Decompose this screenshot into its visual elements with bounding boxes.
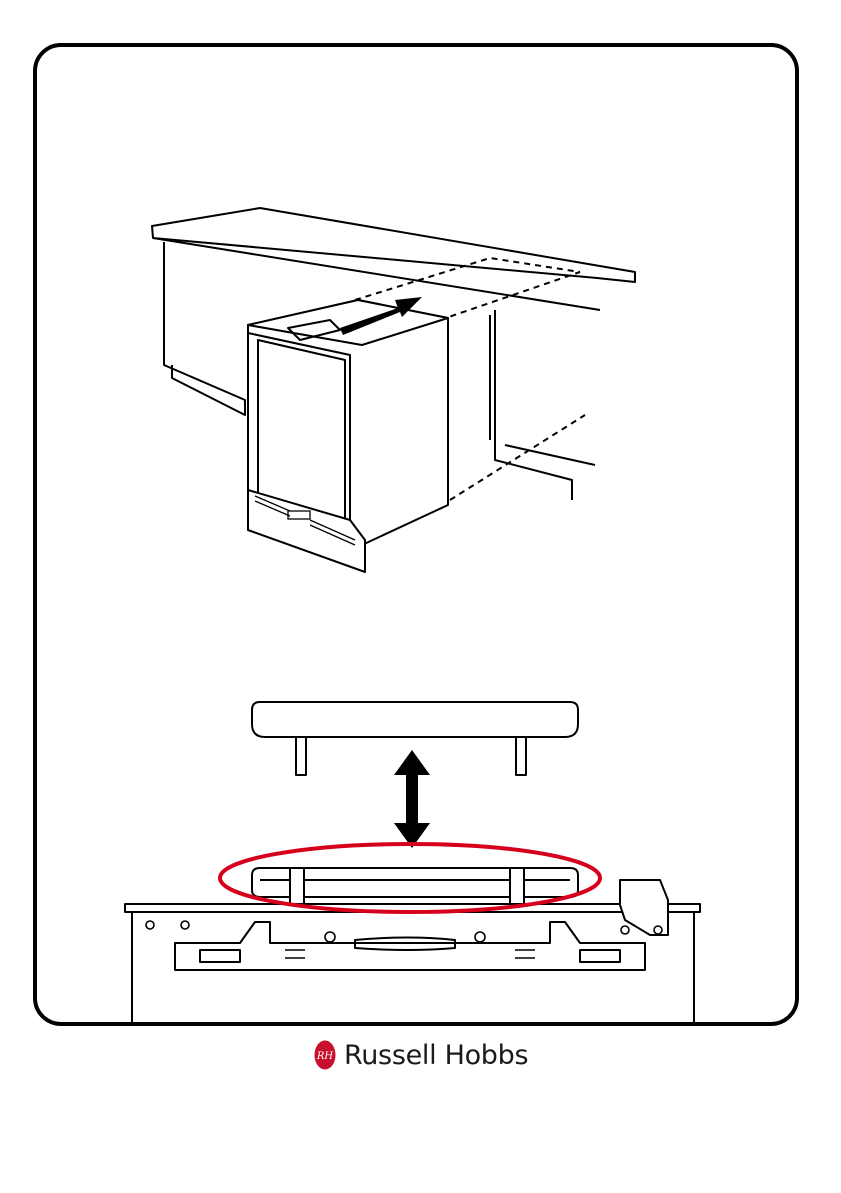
svg-text:RH: RH [316, 1051, 334, 1062]
brand-name: Russell Hobbs [344, 1040, 528, 1071]
brand-logo: RH Russell Hobbs [314, 1038, 528, 1072]
cover-removal-illustration [120, 690, 710, 1025]
appliance-installation-illustration [140, 200, 640, 580]
brand-emblem-icon: RH [314, 1040, 336, 1070]
double-arrow-icon [394, 750, 430, 848]
